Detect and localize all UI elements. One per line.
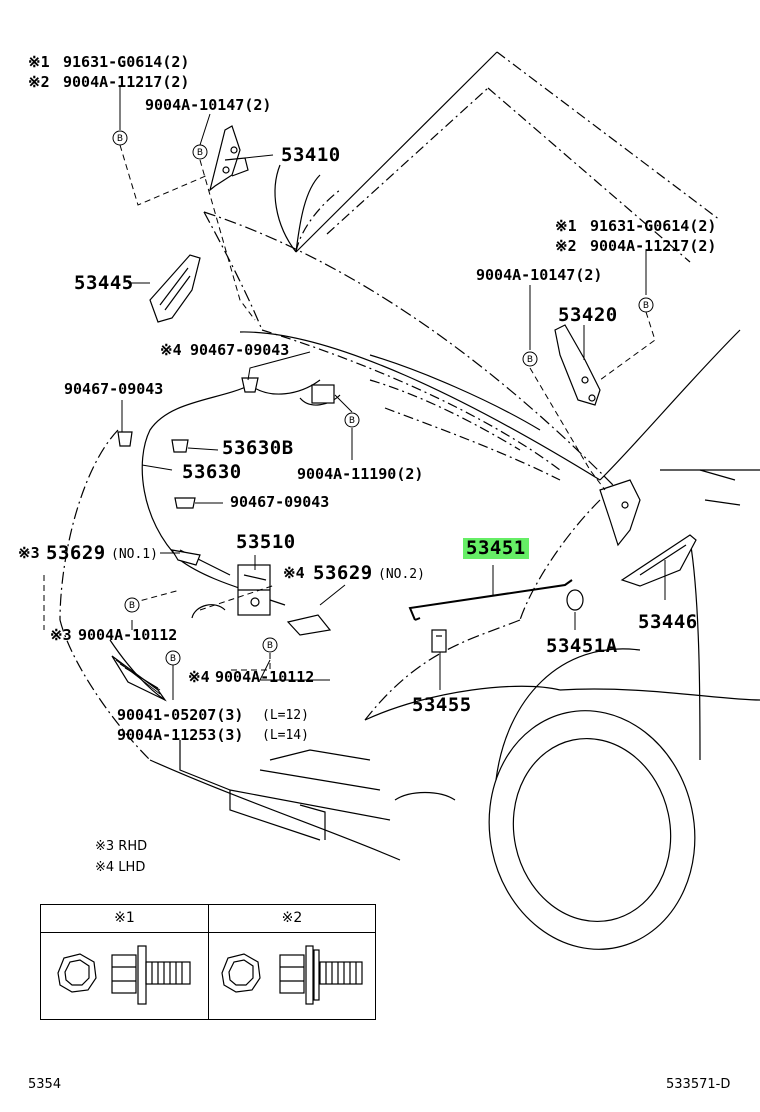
left-hinge-bolt-mark2: ※2 (28, 73, 50, 91)
callout-53510: 53510 (236, 531, 296, 553)
legend-divider (208, 905, 209, 1019)
c53629-no1-suffix: (NO.1) (111, 547, 158, 562)
marker-b: B (197, 148, 203, 158)
front-bumper (59, 429, 456, 861)
bolt-marker-letters: B B B B B B B B (117, 134, 649, 664)
bolt-05207-part: 90041-05207(3) (117, 706, 244, 724)
marker-b: B (527, 355, 533, 365)
left-hinge-bolt-line1: 91631-G0614(2) (63, 53, 190, 71)
callout-53410: 53410 (281, 144, 341, 166)
hood-lock (237, 564, 286, 616)
right-hinge-bolt3: 9004A-10147(2) (476, 266, 603, 284)
marker-b: B (117, 134, 123, 144)
hinge-left (208, 125, 249, 192)
footer-page-code: 5354 (28, 1077, 62, 1092)
windshield-outline (295, 51, 721, 263)
body-outline (364, 329, 760, 761)
callout-53451-highlighted: 53451 (463, 538, 529, 559)
marker-b: B (349, 416, 355, 426)
bolt-markers (112, 130, 654, 666)
hinge-right (554, 324, 601, 406)
callout-53455: 53455 (412, 694, 472, 716)
callout-53630: 53630 (182, 461, 242, 483)
right-hinge-bolt-mark2: ※2 (555, 237, 577, 255)
clip-left-part: 90467-09043 (64, 380, 164, 398)
seal-53445 (149, 254, 201, 323)
bolt-05207-note: (L=12) (262, 708, 309, 723)
callout-53420: 53420 (558, 304, 618, 326)
hood-panel (203, 164, 616, 488)
callout-53630b: 53630B (222, 437, 294, 459)
bolt-legend-table: ※1 ※2 (40, 904, 376, 1020)
clip-top-part: 90467-09043 (190, 341, 290, 359)
callout-53451a: 53451A (546, 635, 618, 657)
clip-mid-part: 90467-09043 (230, 493, 330, 511)
headlight (111, 655, 167, 702)
c53629-no1-mark: ※3 (18, 544, 40, 562)
note-lhd: ※4 LHD (95, 860, 146, 875)
clips (117, 377, 332, 636)
left-hinge-bolt-mark1: ※1 (28, 53, 50, 71)
note-rhd: ※3 RHD (95, 839, 148, 854)
left-hinge-bolt-line2: 9004A-11217(2) (63, 73, 190, 91)
callout-53445: 53445 (74, 272, 134, 294)
hood-striker (599, 479, 641, 547)
leader-lines (43, 85, 666, 700)
legend-col2-header: ※2 (209, 905, 375, 933)
bolt-10112-right-mark: ※4 (188, 668, 210, 686)
bolt-11190: 9004A-11190(2) (297, 465, 424, 483)
release-cable (141, 379, 341, 591)
grommet (566, 589, 584, 611)
bolt-11253-note: (L=14) (262, 728, 309, 743)
c53629-no2-suffix: (NO.2) (378, 567, 425, 582)
support-rod (408, 579, 573, 621)
marker-b: B (267, 641, 273, 651)
rod-holder (431, 629, 447, 653)
marker-b: B (643, 301, 649, 311)
c53629-no2-part: 53629 (313, 562, 373, 584)
c53629-no1-part: 53629 (46, 542, 106, 564)
bolt-10112-left-mark: ※3 (50, 626, 72, 644)
legend-bolt-drawings (57, 945, 363, 1005)
seal-53446 (620, 534, 697, 587)
footer-figure-id: 533571-D (666, 1077, 731, 1092)
clip-top-mark: ※4 (160, 341, 182, 359)
right-hinge-bolt-line2: 9004A-11217(2) (590, 237, 717, 255)
bolt-10112-left-part: 9004A-10112 (78, 626, 178, 644)
legend-col1-header: ※1 (41, 905, 209, 933)
callout-53446: 53446 (638, 611, 698, 633)
marker-b: B (129, 601, 135, 611)
left-hinge-bolt3: 9004A-10147(2) (145, 96, 272, 114)
right-hinge-bolt-mark1: ※1 (555, 217, 577, 235)
bolt-11253-part: 9004A-11253(3) (117, 726, 244, 744)
front-wheel (488, 648, 696, 950)
marker-b: B (170, 654, 176, 664)
right-hinge-bolt-line1: 91631-G0614(2) (590, 217, 717, 235)
c53629-no2-mark: ※4 (283, 564, 305, 582)
bolt-10112-right-part: 9004A-10112 (215, 668, 315, 686)
